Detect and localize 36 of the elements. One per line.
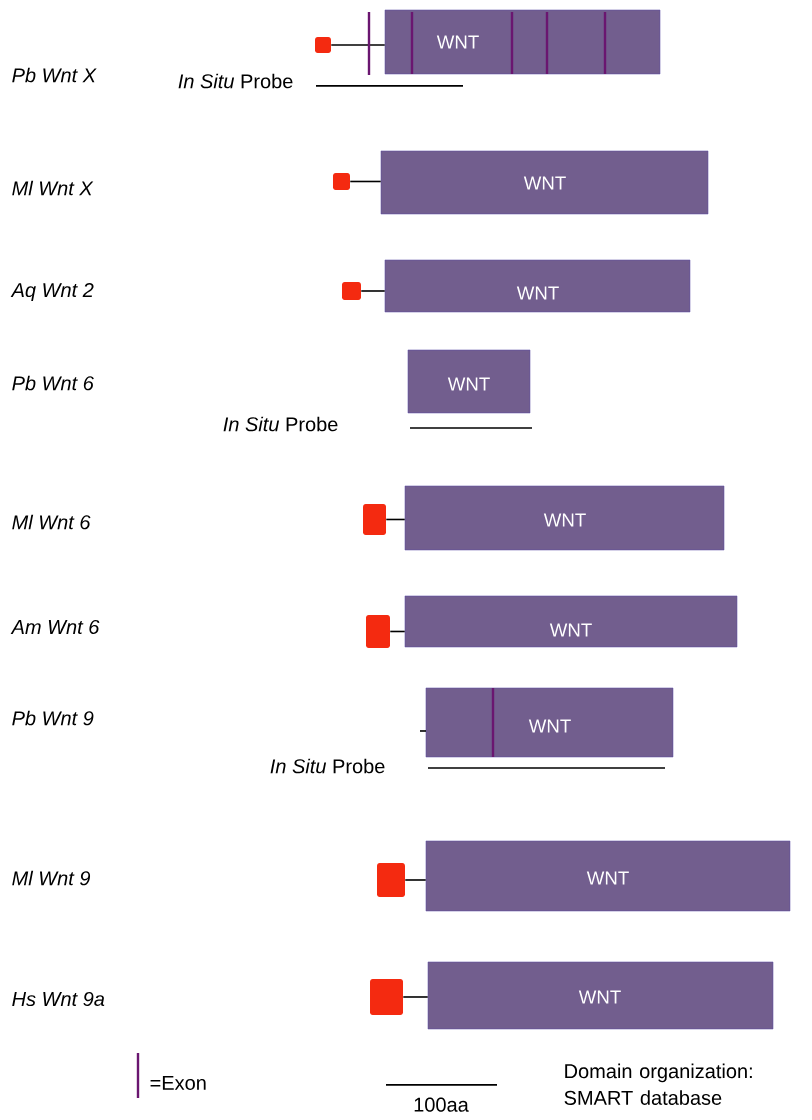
source-note: Domain organization: SMART database bbox=[564, 1063, 752, 1105]
gene-name: Pb Wnt 9 bbox=[12, 710, 94, 726]
linker-line bbox=[330, 44, 386, 46]
signal-peptide-square bbox=[342, 282, 361, 300]
gene-name: Aq Wnt 2 bbox=[10, 282, 94, 302]
signal-peptide-square bbox=[370, 979, 403, 1015]
linker-line bbox=[404, 879, 427, 881]
linker-line bbox=[349, 180, 382, 183]
probe-label: In Situ Probe bbox=[178, 73, 293, 89]
linker-line bbox=[360, 290, 386, 292]
probe-label: In Situ Probe bbox=[270, 758, 385, 774]
domain-box: WNT bbox=[407, 349, 531, 414]
linker-line bbox=[385, 518, 406, 521]
probe-label: In Situ Probe bbox=[223, 416, 338, 432]
domain-box: WNT bbox=[404, 595, 738, 648]
gene-name: Ml Wnt 6 bbox=[12, 514, 91, 530]
linker-line bbox=[389, 630, 406, 633]
domain-box: WNT bbox=[427, 961, 774, 1030]
signal-peptide-square bbox=[366, 615, 390, 648]
signal-peptide-square bbox=[377, 863, 405, 897]
gene-name: Hs Wnt 9a bbox=[12, 991, 105, 1007]
linker-line bbox=[402, 996, 429, 998]
legend-text: =Exon bbox=[150, 1076, 206, 1090]
signal-peptide-square bbox=[363, 504, 386, 535]
gene-name: Ml Wnt 9 bbox=[12, 870, 91, 886]
scale-label: 100aa bbox=[414, 1097, 469, 1112]
domain-box: WNT bbox=[425, 687, 674, 758]
gene-name: Am Wnt 6 bbox=[10, 619, 100, 635]
domain-box: WNT bbox=[384, 259, 691, 313]
gene-name: Pb Wnt 6 bbox=[12, 375, 94, 391]
gene-name: Ml Wnt X bbox=[12, 180, 94, 196]
gene-name: Pb Wnt X bbox=[12, 67, 97, 83]
domain-box: WNT bbox=[384, 9, 661, 75]
domain-box: WNT bbox=[404, 485, 725, 551]
domain-box: WNT bbox=[380, 150, 709, 215]
domain-box: WNT bbox=[425, 840, 791, 912]
